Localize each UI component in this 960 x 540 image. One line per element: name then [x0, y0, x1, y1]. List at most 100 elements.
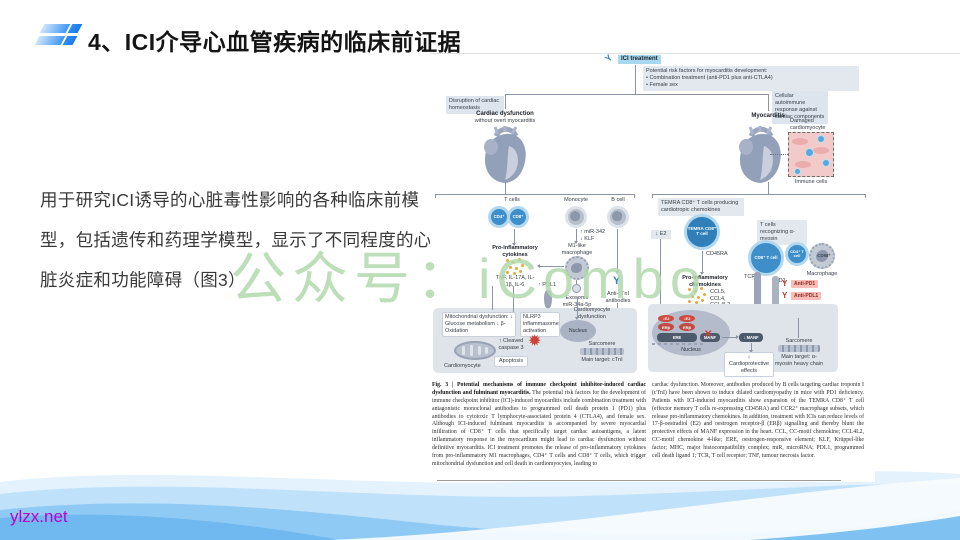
manf-gene: MANF	[700, 333, 720, 342]
cytokine-list: TNF, IL-17A, IL-1β, IL-6	[495, 275, 535, 288]
caption-lead: Fig. 3 | Potential mechanisms of immune …	[432, 382, 646, 396]
connector	[768, 94, 769, 111]
pro-cytokines-title: Pro-inflammatory cytokines	[492, 245, 538, 258]
dna-strand	[652, 343, 706, 345]
e2-down-box: ↓ E2	[651, 230, 671, 240]
nlrp3-box: NLRP3 inflammasome activation	[520, 312, 560, 338]
cardiac-dysfunction-sub: without overt myocarditis	[474, 118, 536, 124]
connector-arrow	[512, 229, 516, 246]
bottom-divider	[437, 480, 841, 481]
connector-arrow	[537, 264, 564, 268]
wave-shape	[0, 514, 340, 540]
anti-pd1-label: Anti-PD1	[791, 280, 819, 289]
tcr-label: TCR	[744, 274, 756, 280]
cd8-t-cell: CD8⁺	[507, 206, 529, 228]
connector-arrow	[575, 297, 579, 320]
macrophage-nucleus	[571, 262, 583, 274]
logo-bar	[67, 24, 83, 33]
connector	[770, 154, 788, 155]
connector	[576, 280, 577, 284]
slide-logo-icon	[34, 21, 83, 51]
mitochondrial-box: Mitochondrial dysfunction: ↓ Glucose met…	[442, 312, 516, 338]
cd4-t-cell-small: CD4⁺ T cell	[785, 242, 809, 266]
wave-shape	[750, 516, 960, 540]
manf-down-pill: ↓ MANF	[739, 333, 763, 342]
caspase-label: ↑ Cleaved caspase 3	[498, 338, 524, 351]
monocyte-cell	[565, 206, 587, 228]
immune-cell	[805, 148, 814, 157]
heart-illustration	[739, 126, 781, 183]
wave-decoration	[0, 471, 960, 540]
pro-chemokines-title: Pro-inflammatory chemokines	[682, 275, 728, 288]
nucleus-left: Nucleus	[560, 320, 596, 342]
chemokine-dots	[688, 288, 691, 291]
cytokine-dots	[506, 259, 509, 262]
cd45ra-label: CD45RA	[706, 251, 728, 257]
e2-oval: ↓E2	[658, 315, 674, 322]
main-target-myosin: Main target: α-myosin heavy chain	[774, 354, 824, 367]
risk-title: Potential risk factors for myocarditis d…	[646, 68, 768, 74]
anti-ctni-antibody-icon: Y	[613, 275, 621, 287]
pdl1-up-label: ↑ PDL1	[538, 282, 557, 288]
cristae	[478, 346, 481, 355]
anti-pdl1-label: Anti-PDL1	[791, 292, 822, 301]
connector	[798, 318, 799, 338]
connector	[768, 182, 769, 194]
disruption-box: Disruption of cardiac homeostasis	[446, 96, 504, 115]
macrophage-icon	[565, 256, 589, 280]
risk-item: • Female sex	[646, 82, 678, 89]
cristae	[485, 347, 488, 354]
damaged-tissue-inset	[788, 132, 834, 177]
connector	[505, 94, 506, 109]
cardiomyocyte-dysfunction-label: Cardiomyocyte dysfunction	[573, 307, 611, 320]
connector-arrow	[700, 251, 704, 275]
ere-element: ERE	[657, 333, 697, 342]
immune-cell	[822, 159, 830, 167]
temra-cell: TEMRA CD8⁺ T cell	[684, 214, 720, 250]
connector-arrow	[574, 229, 578, 244]
connector	[505, 94, 768, 95]
macrophage-label: Macrophage	[806, 271, 838, 277]
sarcomere-icon	[778, 345, 820, 352]
connector	[635, 65, 636, 94]
logo-bar	[34, 36, 66, 45]
connector-arrow	[722, 335, 739, 339]
cross-icon: ✕	[704, 329, 713, 340]
body-text: 用于研究ICI诱导的心脏毒性影响的各种临床前模型，包括遗传和药理学模型，显示了不…	[40, 190, 432, 290]
mitochondria-icon	[454, 341, 496, 360]
right-group-bracket	[652, 194, 866, 198]
antibody-icon: Y	[603, 52, 615, 64]
erb-oval: ERβ	[658, 323, 674, 331]
cardiac-dysfunction-title: Cardiac dysfunction	[476, 111, 534, 117]
risk-factors-box: Potential risk factors for myocarditis d…	[643, 66, 859, 92]
tissue-cell	[792, 138, 808, 145]
anti-pdl1-antibody-icon: Y	[782, 291, 788, 300]
pdl1-receptor-icon	[544, 290, 552, 309]
tissue-cell	[795, 161, 811, 168]
ici-treatment-label: ICI treatment	[618, 55, 661, 65]
cristae	[470, 345, 473, 356]
anti-ctni-label: Anti-cTnI antibodies	[605, 291, 631, 304]
sarcomere-label-right: Sarcomere	[785, 338, 813, 344]
e2-oval: ↓E2	[679, 315, 695, 322]
exosome-icon	[572, 284, 581, 293]
wave-shape	[330, 478, 960, 540]
immune-cells-label: Immune cells	[794, 179, 828, 185]
apoptosis-box: Apoptosis	[494, 356, 528, 368]
figure-caption-left: Fig. 3 | Potential mechanisms of immune …	[432, 382, 646, 469]
temra-box: TEMRA CD8⁺ T cells producing cardiotropi…	[658, 198, 744, 217]
sarcomere-icon	[580, 348, 624, 355]
risk-item: • Combination treatment (anti-PD1 plus a…	[646, 75, 773, 82]
erb-oval: ERβ	[679, 323, 695, 331]
caption-left-text: The potential risk factors for the devel…	[432, 389, 646, 467]
m1-macrophage-label: M1-like macrophage	[561, 243, 593, 256]
monocyte-label: Monocyte	[564, 197, 588, 203]
cellular-response-box: Cellular autoimmune response against car…	[772, 91, 828, 124]
cd8-t-cell-large: CD8⁺ T cell	[748, 240, 784, 276]
anti-pd1-antibody-icon: Y	[782, 279, 788, 288]
nucleus-right-label: Nucleus	[681, 347, 701, 353]
immune-cell	[794, 168, 801, 175]
immune-cell	[817, 135, 825, 143]
inflammasome-icon: ✹	[528, 333, 542, 350]
